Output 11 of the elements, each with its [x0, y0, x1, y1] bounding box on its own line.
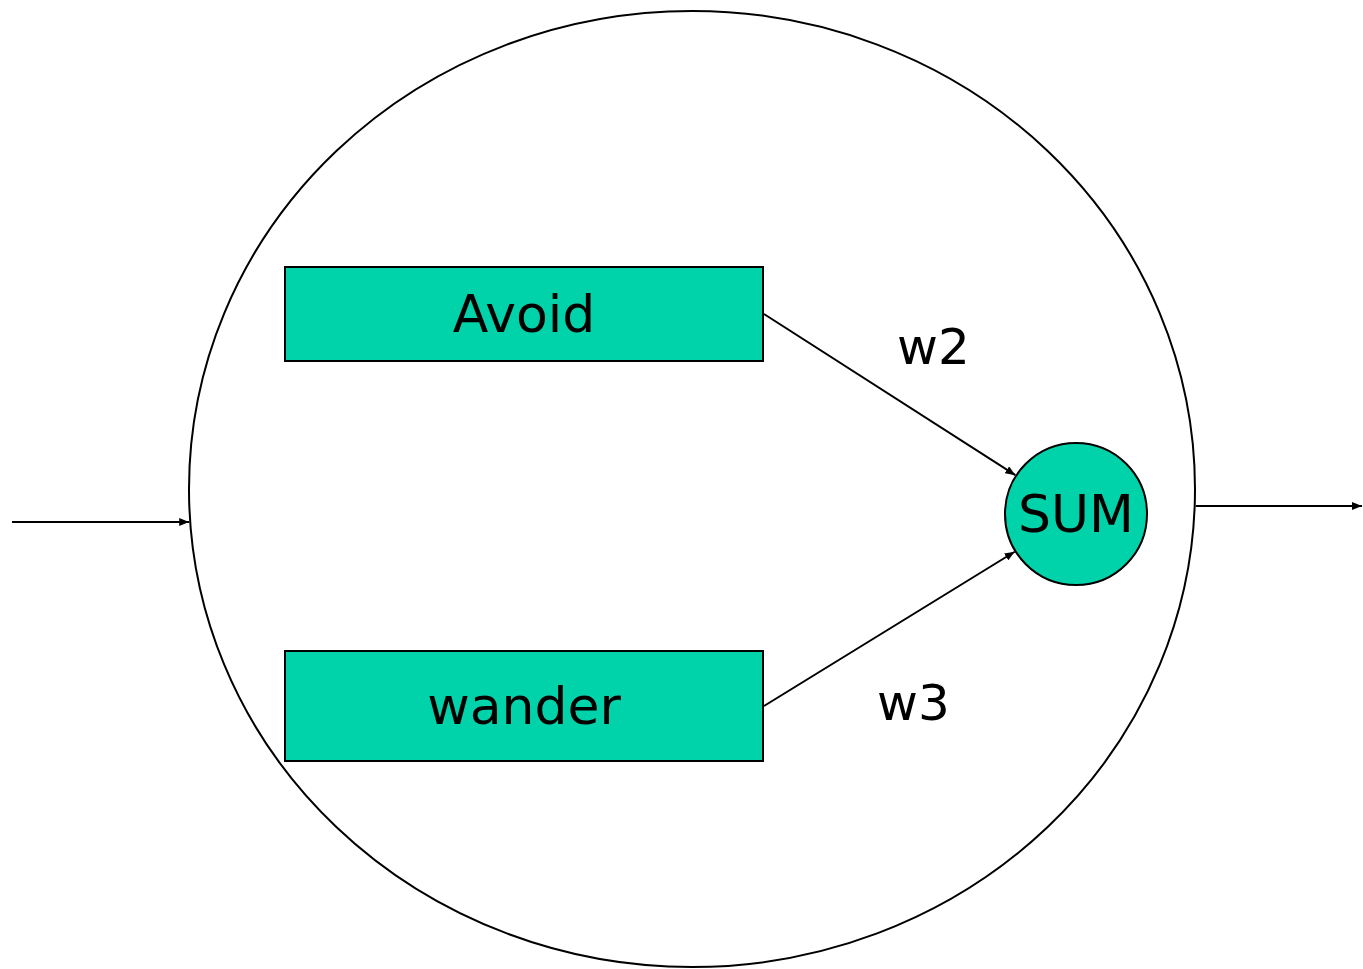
node-label: SUM	[1018, 484, 1134, 544]
node-label: wander	[427, 676, 621, 736]
arrow	[763, 550, 1016, 707]
behavior-box	[284, 266, 764, 362]
module-circle	[188, 10, 1196, 968]
arrow	[11, 518, 191, 526]
arrow	[1194, 502, 1363, 510]
node-label: Avoid	[452, 284, 596, 344]
behavior-box	[284, 650, 764, 762]
sum-circle	[1004, 442, 1148, 586]
arrow	[763, 313, 1017, 477]
